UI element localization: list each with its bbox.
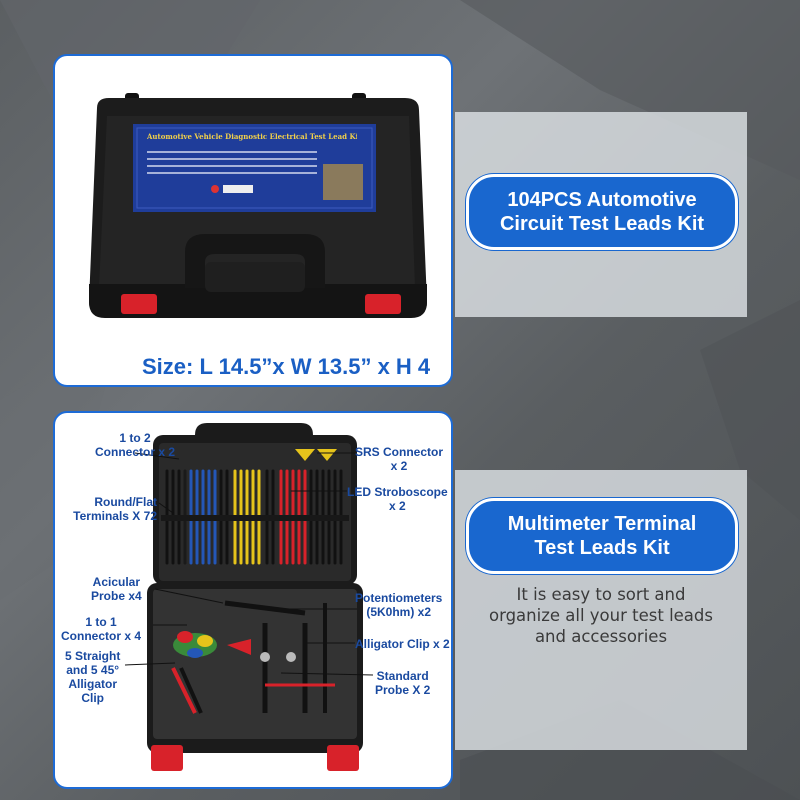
kit-title-pill: 104PCS Automotive Circuit Test Leads Kit [466, 174, 738, 250]
tools-lower [171, 600, 335, 714]
callout-alligator-clip: Alligator Clip x 2 [355, 637, 450, 651]
closed-case-illustration [89, 93, 427, 318]
kit-title-line2: Circuit Test Leads Kit [499, 213, 705, 235]
multimeter-title-pill: Multimeter Terminal Test Leads Kit [466, 498, 738, 574]
size-text: Size: L 14.5”x W 13.5” x H 4 [142, 354, 431, 379]
open-case-illustration [124, 423, 374, 771]
case-closed-panel: Automotive Vehicle Diagnostic Electrical… [53, 54, 453, 387]
case-label-title: Automotive Vehicle Diagnostic Electrical… [147, 132, 357, 141]
test-leads-upper [161, 449, 349, 565]
kit-title-line1: 104PCS Automotive [507, 189, 697, 211]
callout-leader-lines [124, 452, 374, 676]
case-label-lines [147, 146, 317, 179]
multimeter-title-line1: Multimeter Terminal [507, 513, 697, 535]
kit-description: It is easy to sort and organize all your… [489, 585, 713, 646]
callout-potentiometers: Potentiometers(5K0hm) x2 [355, 591, 443, 619]
multimeter-title-line2: Test Leads Kit [534, 537, 670, 559]
